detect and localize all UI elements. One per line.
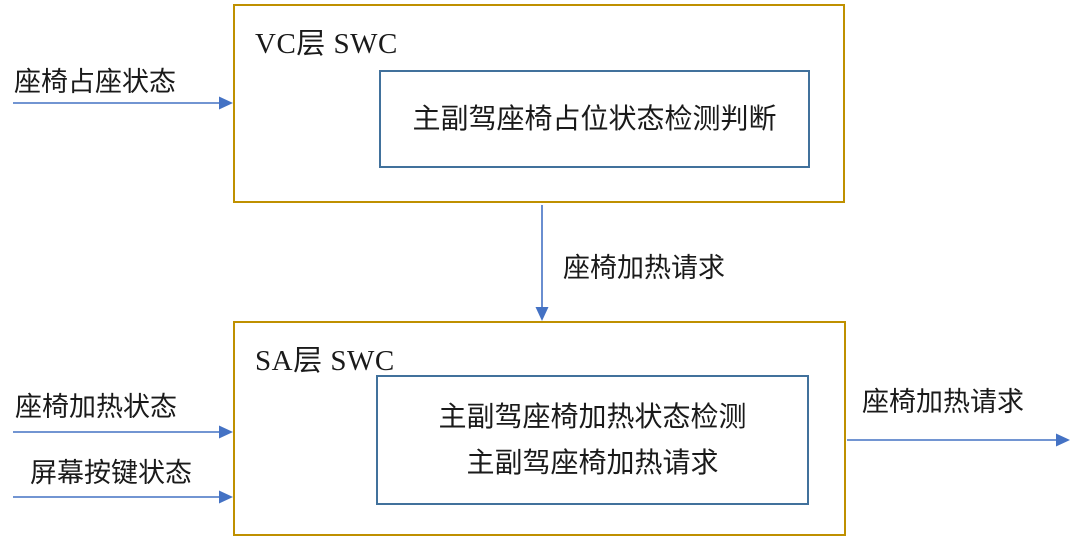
label-seat-heating-request-mid: 座椅加热请求 (563, 253, 725, 283)
arrow-sa-output (847, 433, 1070, 447)
label-seat-heating-status: 座椅加热状态 (15, 392, 177, 422)
vc-layer-block: VC层 SWC 主副驾座椅占位状态检测判断 (233, 4, 845, 203)
sa-function-label-line2: 主副驾座椅加热请求 (466, 447, 719, 478)
sa-function-box: 主副驾座椅加热状态检测 主副驾座椅加热请求 (376, 375, 809, 505)
vc-block-title: VC层 SWC (255, 28, 398, 60)
sa-function-label-line1: 主副驾座椅加热状态检测 (438, 401, 747, 432)
label-seat-occupancy-status: 座椅占座状态 (14, 67, 176, 97)
label-screen-button-status: 屏幕按键状态 (30, 458, 192, 488)
arrow-vc-to-sa (535, 205, 549, 321)
label-seat-heating-request-out: 座椅加热请求 (862, 387, 1024, 417)
sa-layer-block: SA层 SWC 主副驾座椅加热状态检测 主副驾座椅加热请求 (233, 321, 846, 536)
vc-function-label: 主副驾座椅占位状态检测判断 (412, 103, 777, 134)
sa-block-title: SA层 SWC (255, 345, 395, 377)
vc-function-box: 主副驾座椅占位状态检测判断 (379, 70, 810, 168)
arrow-screen-button-to-sa (13, 490, 233, 504)
arrow-seat-heating-status-to-sa (13, 425, 233, 439)
